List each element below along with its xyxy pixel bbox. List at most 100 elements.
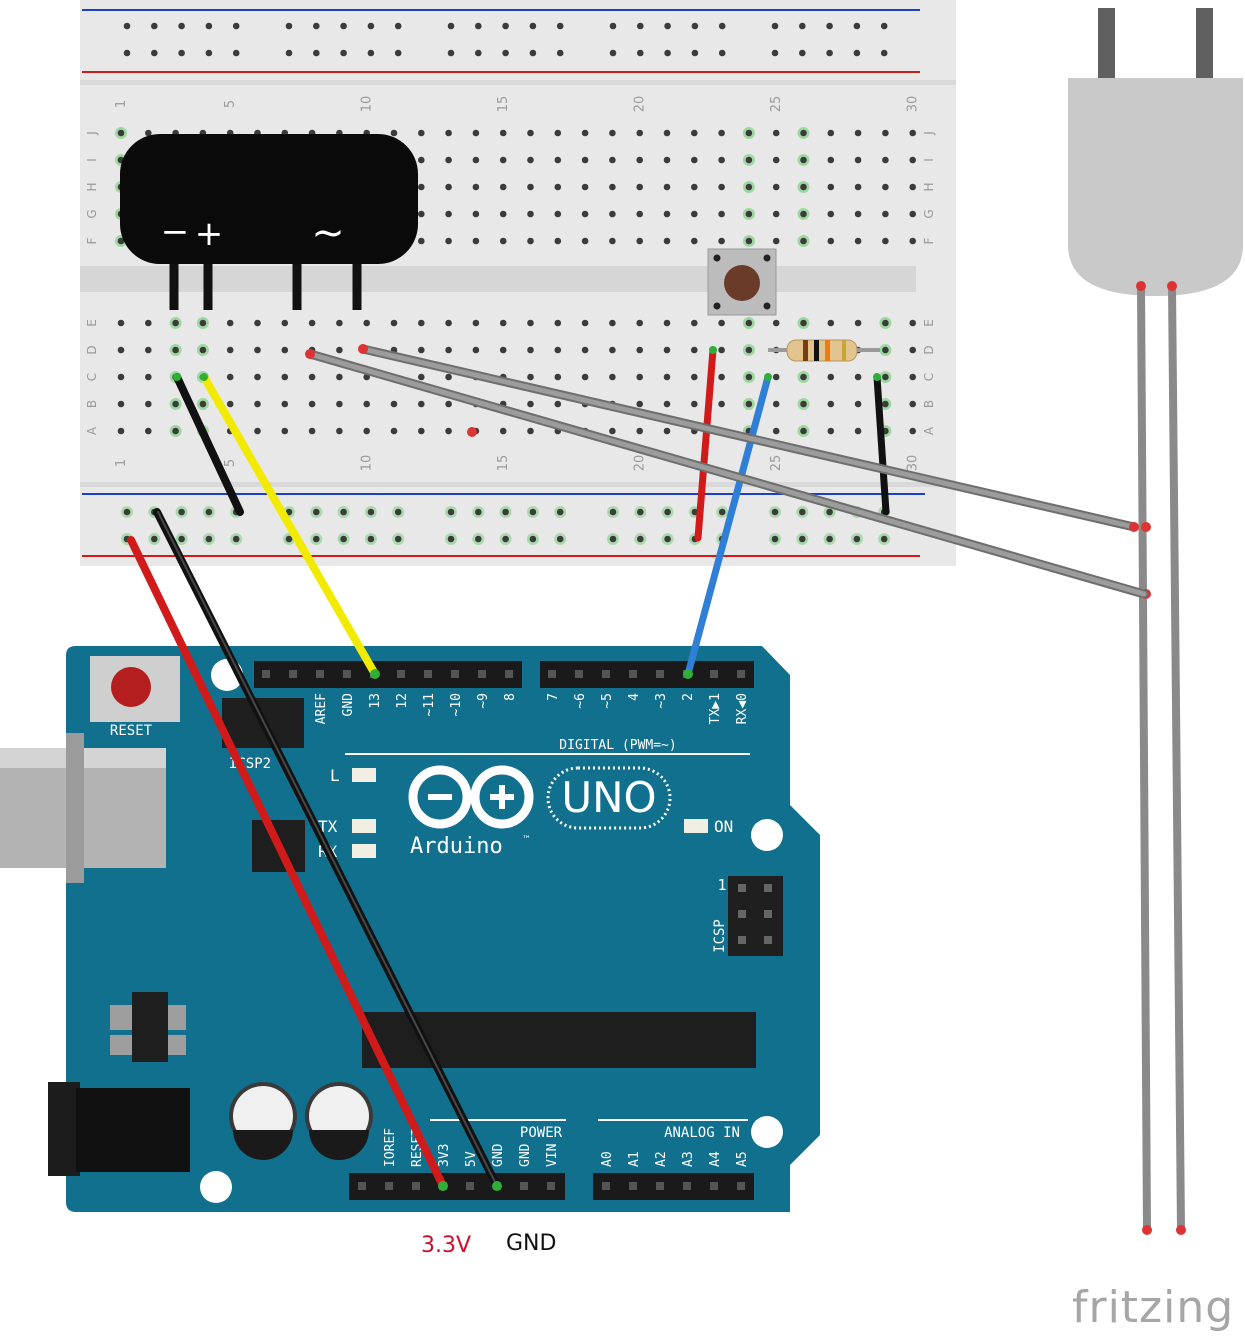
breadboard-hole[interactable]: [718, 156, 725, 164]
breadboard-hole[interactable]: [772, 319, 780, 327]
breadboard-hole[interactable]: [445, 373, 452, 381]
breadboard-hole[interactable]: [827, 237, 835, 245]
rail-hole[interactable]: [285, 535, 293, 543]
breadboard-hole[interactable]: [445, 346, 452, 354]
rail-hole[interactable]: [367, 49, 375, 57]
rail-hole[interactable]: [853, 535, 861, 543]
breadboard-hole[interactable]: [554, 183, 562, 191]
rail-hole[interactable]: [447, 49, 455, 57]
breadboard-hole[interactable]: [418, 319, 425, 327]
rail-hole[interactable]: [340, 49, 347, 57]
breadboard-hole[interactable]: [554, 346, 562, 354]
breadboard-hole[interactable]: [691, 319, 698, 327]
rail-hole[interactable]: [529, 535, 537, 543]
breadboard-hole[interactable]: [636, 427, 643, 435]
breadboard-hole[interactable]: [554, 237, 562, 245]
rail-hole[interactable]: [502, 22, 509, 30]
rail-hole[interactable]: [853, 22, 861, 30]
breadboard-hole[interactable]: [581, 373, 589, 381]
rail-hole[interactable]: [718, 22, 726, 30]
rail-hole[interactable]: [340, 22, 347, 30]
breadboard-hole[interactable]: [827, 427, 835, 435]
breadboard-hole[interactable]: [718, 237, 725, 245]
rail-hole[interactable]: [447, 22, 455, 30]
breadboard-hole[interactable]: [827, 373, 835, 381]
breadboard-hole[interactable]: [691, 129, 698, 137]
rail-hole[interactable]: [826, 22, 833, 30]
breadboard-hole[interactable]: [581, 319, 589, 327]
breadboard-hole[interactable]: [636, 183, 643, 191]
rail-hole[interactable]: [637, 49, 644, 57]
rail-hole[interactable]: [771, 49, 779, 57]
header-pin[interactable]: [316, 670, 324, 678]
rail-hole[interactable]: [475, 22, 482, 30]
breadboard-hole[interactable]: [909, 319, 916, 327]
breadboard-hole[interactable]: [254, 319, 261, 327]
icsp-pin[interactable]: [738, 936, 746, 944]
breadboard-hole[interactable]: [854, 237, 862, 245]
header-pin[interactable]: [710, 670, 718, 678]
breadboard-hole[interactable]: [308, 427, 316, 435]
breadboard-hole[interactable]: [499, 210, 507, 218]
breadboard-hole[interactable]: [663, 129, 671, 137]
breadboard-hole[interactable]: [527, 156, 534, 164]
rail-hole[interactable]: [556, 508, 564, 516]
breadboard-hole[interactable]: [772, 237, 780, 245]
breadboard-hole[interactable]: [691, 210, 698, 218]
header-pin[interactable]: [602, 670, 610, 678]
rail-hole[interactable]: [826, 508, 833, 516]
breadboard-hole[interactable]: [254, 400, 261, 408]
rail-hole[interactable]: [475, 49, 482, 57]
breadboard-hole[interactable]: [445, 129, 452, 137]
header-pin[interactable]: [262, 670, 270, 678]
breadboard-hole[interactable]: [663, 237, 671, 245]
breadboard-hole[interactable]: [718, 373, 725, 381]
breadboard-hole[interactable]: [117, 346, 125, 354]
breadboard-hole[interactable]: [499, 183, 507, 191]
breadboard-hole[interactable]: [854, 129, 862, 137]
rail-hole[interactable]: [367, 22, 375, 30]
header-pin[interactable]: [548, 670, 556, 678]
rail-hole[interactable]: [799, 22, 806, 30]
breadboard-hole[interactable]: [527, 210, 534, 218]
breadboard-hole[interactable]: [336, 346, 343, 354]
breadboard-hole[interactable]: [718, 400, 725, 408]
rail-hole[interactable]: [664, 508, 671, 516]
breadboard-hole[interactable]: [418, 400, 425, 408]
rail-hole[interactable]: [178, 49, 185, 57]
breadboard-hole[interactable]: [800, 400, 807, 408]
breadboard-hole[interactable]: [745, 156, 753, 164]
breadboard-hole[interactable]: [663, 156, 671, 164]
breadboard-hole[interactable]: [636, 237, 643, 245]
header-pin[interactable]: [412, 1182, 420, 1190]
breadboard-hole[interactable]: [117, 319, 125, 327]
breadboard-hole[interactable]: [499, 156, 507, 164]
breadboard-hole[interactable]: [745, 319, 753, 327]
rail-hole[interactable]: [637, 535, 644, 543]
breadboard-hole[interactable]: [636, 129, 643, 137]
breadboard-hole[interactable]: [909, 427, 916, 435]
header-pin[interactable]: [358, 1182, 366, 1190]
breadboard-hole[interactable]: [581, 183, 589, 191]
breadboard-hole[interactable]: [527, 346, 534, 354]
breadboard-hole[interactable]: [445, 183, 452, 191]
breadboard-hole[interactable]: [609, 183, 616, 191]
rail-hole[interactable]: [178, 535, 185, 543]
breadboard-hole[interactable]: [663, 210, 671, 218]
breadboard-hole[interactable]: [745, 129, 753, 137]
breadboard-hole[interactable]: [854, 427, 862, 435]
icsp-pin[interactable]: [764, 936, 772, 944]
breadboard-hole[interactable]: [418, 129, 425, 137]
breadboard-hole[interactable]: [554, 373, 562, 381]
breadboard-hole[interactable]: [718, 319, 725, 327]
header-pin[interactable]: [710, 1182, 718, 1190]
rail-hole[interactable]: [556, 535, 564, 543]
breadboard-hole[interactable]: [663, 346, 671, 354]
breadboard-hole[interactable]: [418, 373, 425, 381]
breadboard-hole[interactable]: [718, 210, 725, 218]
rail-hole[interactable]: [556, 49, 564, 57]
breadboard-hole[interactable]: [445, 319, 452, 327]
breadboard-hole[interactable]: [718, 183, 725, 191]
rail-hole[interactable]: [637, 508, 644, 516]
breadboard-hole[interactable]: [472, 319, 480, 327]
